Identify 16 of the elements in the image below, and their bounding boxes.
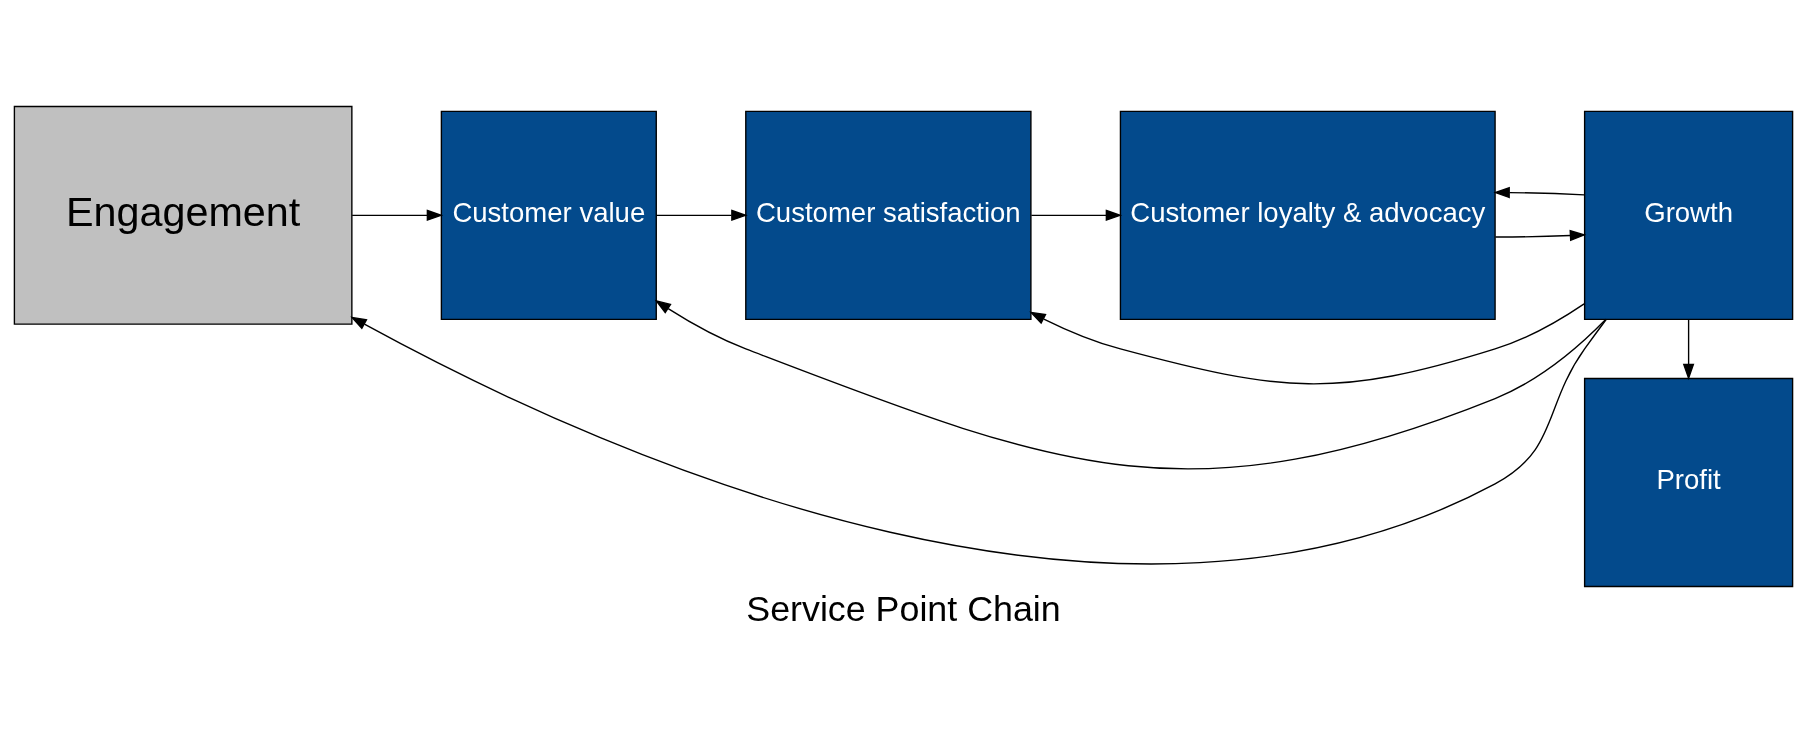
arrow xyxy=(1682,318,1695,381)
node-box: Customer satisfaction xyxy=(745,110,1032,320)
node-box: Customer loyalty & advocacy xyxy=(1119,110,1496,320)
node-box: Engagement xyxy=(13,105,353,325)
caption: Service Point Chain xyxy=(746,588,1061,629)
arrow xyxy=(350,316,1607,564)
arrow xyxy=(1493,186,1585,199)
node-box: Growth xyxy=(1583,110,1794,320)
arrow xyxy=(654,299,1607,470)
arrow xyxy=(1029,303,1585,385)
node-box: Profit xyxy=(1583,377,1794,588)
arrow xyxy=(1030,209,1123,222)
node-box: Customer value xyxy=(440,110,657,320)
arrow xyxy=(1494,229,1587,242)
arrow xyxy=(351,209,444,222)
arrow xyxy=(655,209,748,222)
